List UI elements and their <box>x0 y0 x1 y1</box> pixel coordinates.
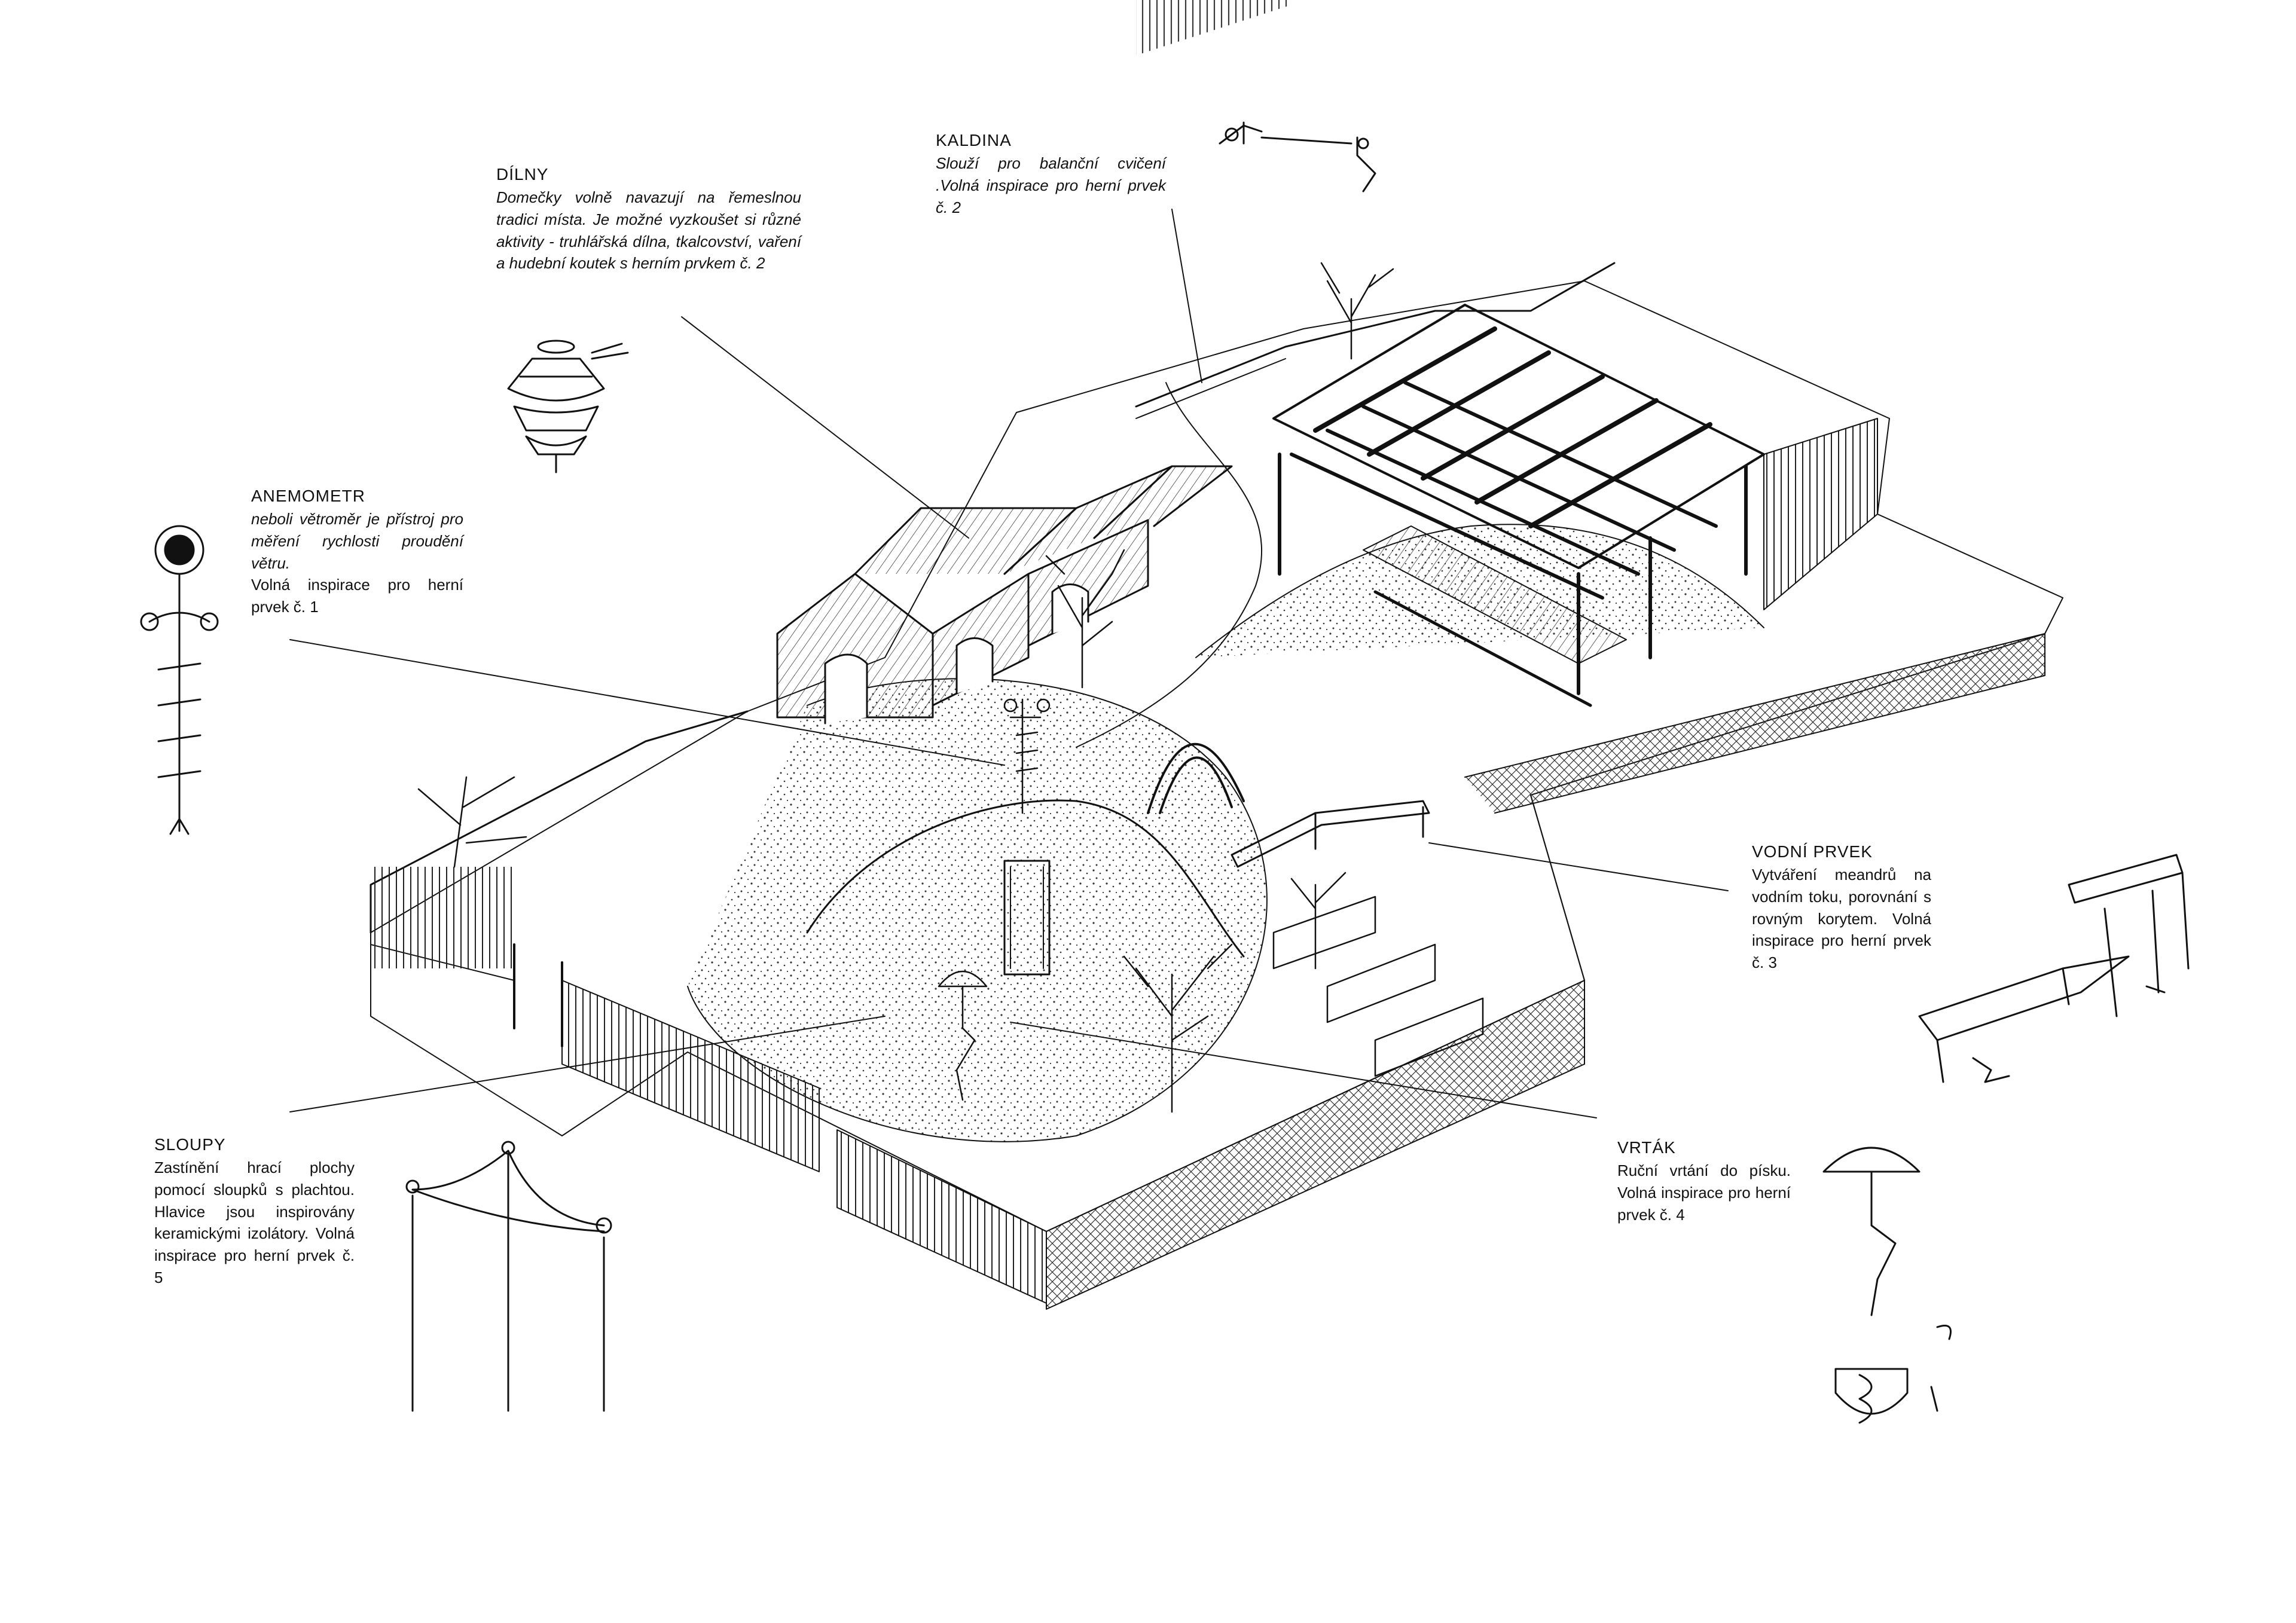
annotation-anemometr: ANEMOMETR neboli větroměr je přístroj pr… <box>251 484 463 618</box>
annotation-vodni-prvek: VODNÍ PRVEK Vytváření meandrů na vodním … <box>1752 840 1931 974</box>
annotation-title: SLOUPY <box>154 1135 226 1154</box>
annotation-text: Volná inspirace pro herní prvek č. 1 <box>251 576 463 616</box>
annotation-dilny: DÍLNY Domečky volně navazují na řemeslno… <box>496 163 801 274</box>
annotation-kaldina: KALDINA Slouží pro balanční cvičení .Vol… <box>936 129 1166 218</box>
annotation-title: VRTÁK <box>1617 1138 1676 1157</box>
annotation-text-italic: neboli větroměr je přístroj pro měření r… <box>251 509 463 572</box>
annotation-text: Ruční vrtání do písku. Volná inspirace p… <box>1617 1161 1791 1224</box>
shade-posts-icon <box>405 1141 612 1412</box>
annotation-text: Vytváření meandrů na vodním toku, porovn… <box>1752 865 1931 972</box>
annotation-title: ANEMOMETR <box>251 487 365 505</box>
left-fence <box>370 633 2045 1310</box>
back-fence <box>1135 0 1616 419</box>
site-water-channel <box>1231 800 1430 868</box>
workshop-hut-icon <box>507 340 629 473</box>
annotation-text: Domečky volně navazují na řemeslnou trad… <box>496 188 801 273</box>
anemometer-icon <box>140 525 219 835</box>
balance-beam-icon <box>1219 121 1376 192</box>
play-mound <box>806 799 1245 976</box>
annotation-vrtak: VRTÁK Ruční vrtání do písku. Volná inspi… <box>1617 1136 1791 1225</box>
annotation-text: Slouží pro balanční cvičení .Volná inspi… <box>936 154 1166 216</box>
annotation-text: Zastínění hrací plochy pomocí sloupků s … <box>154 1158 355 1287</box>
trees <box>417 262 1394 1113</box>
annotation-title: KALDINA <box>936 131 1012 149</box>
workshop-huts <box>776 465 1233 725</box>
sand-drill-icon <box>1822 1147 1952 1424</box>
water-channel-icon <box>1918 854 2190 1083</box>
leader-lines <box>289 209 1729 1118</box>
raised-beds <box>1272 895 1484 1077</box>
annotation-title: VODNÍ PRVEK <box>1752 842 1873 861</box>
site-anemometer <box>1003 698 1051 814</box>
pergola <box>1272 304 1878 707</box>
site-drill <box>938 970 988 1101</box>
annotation-title: DÍLNY <box>496 165 549 184</box>
annotation-sloupy: SLOUPY Zastínění hrací plochy pomocí slo… <box>154 1133 355 1289</box>
